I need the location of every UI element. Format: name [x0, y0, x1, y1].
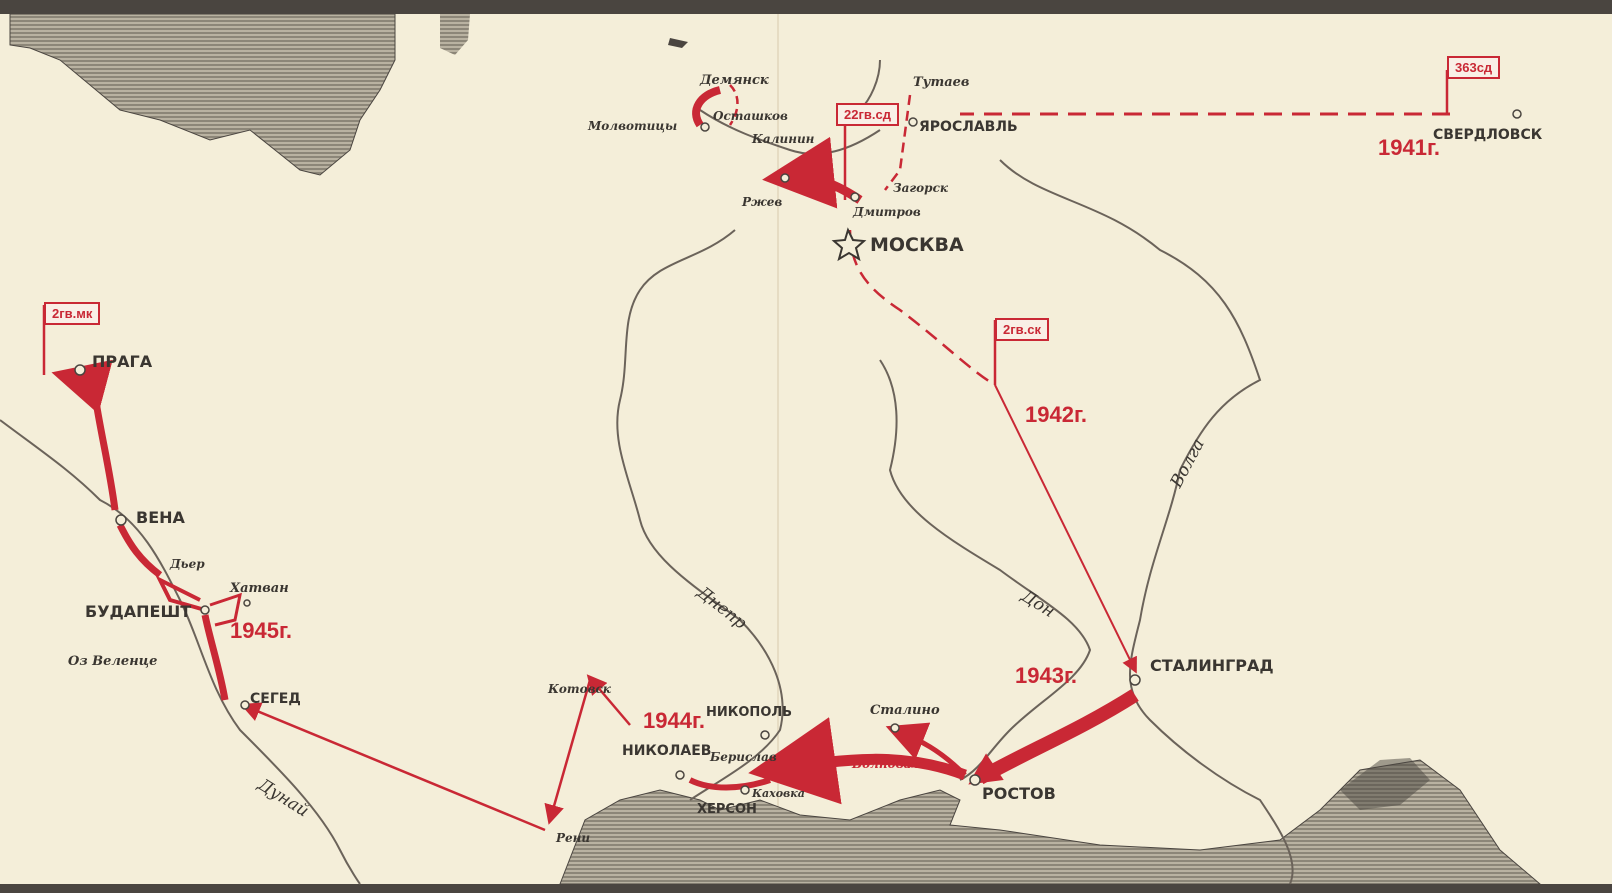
label-ostashkov: Осташков: [713, 109, 788, 123]
label-rzhev: Ржев: [742, 195, 783, 209]
label-khatvan: Хатван: [230, 581, 289, 596]
label-stalino: Сталино: [870, 703, 940, 718]
label-kakhovka: Каховка: [752, 787, 805, 800]
unit-flag-2gvmk: 2гв.мк: [44, 302, 101, 325]
label-vena: ВЕНА: [136, 508, 185, 527]
label-moskva: МОСКВА: [870, 234, 964, 256]
label-reni: Рени: [556, 831, 591, 845]
unit-flag-22gvsd: 22гв.сд: [836, 103, 899, 126]
label-molvotitsy: Молвотицы: [588, 119, 678, 133]
label-sverdlovsk: СВЕРДЛОВСК: [1433, 127, 1543, 143]
year-1942: 1942г.: [1025, 402, 1088, 427]
label-kotovsk: Котовск: [548, 682, 611, 696]
label-volnovakha: Волноваха: [852, 757, 927, 771]
label-rostov: РОСТОВ: [982, 784, 1056, 803]
label-kalinin: Калинин: [752, 132, 815, 146]
don-river: [879, 359, 1092, 781]
label-nikopol: НИКОПОЛЬ: [706, 705, 793, 720]
label-yaroslavl: ЯРОСЛАВЛЬ: [919, 119, 1018, 135]
label-berislav: Берислав: [710, 750, 777, 764]
label-demyansk: Демянск: [700, 73, 769, 88]
label-budapest: БУДАПЕШТ: [85, 602, 192, 621]
label-seged: СЕГЕД: [250, 691, 301, 707]
label-praga: ПРАГА: [92, 352, 153, 371]
dunay-river: [0, 419, 361, 885]
label-nikolaev: НИКОЛАЕВ: [622, 743, 712, 759]
moscow-star-icon: [831, 227, 867, 262]
volga-river: [999, 159, 1294, 885]
year-1941: 1941г.: [1378, 135, 1441, 160]
label-velence: Оз Веленце: [68, 654, 158, 669]
label-dyer: Дьер: [170, 557, 205, 571]
label-tutaev: Тутаев: [913, 75, 970, 90]
baltic-sea: [9, 13, 396, 176]
label-stalingrad: СТАЛИНГРАД: [1150, 656, 1274, 675]
unit-flag-363sd: 363сд: [1447, 56, 1501, 79]
year-1943: 1943г.: [1015, 663, 1078, 688]
unit-flag-2gvsk: 2гв.ск: [995, 318, 1049, 341]
label-zagorsk: Загорск: [893, 181, 949, 195]
year-1945: 1945г.: [230, 618, 293, 643]
year-1944: 1944г.: [643, 708, 706, 733]
label-kherson: ХЕРСОН: [697, 802, 757, 817]
label-dmitrov: Дмитров: [853, 205, 921, 219]
